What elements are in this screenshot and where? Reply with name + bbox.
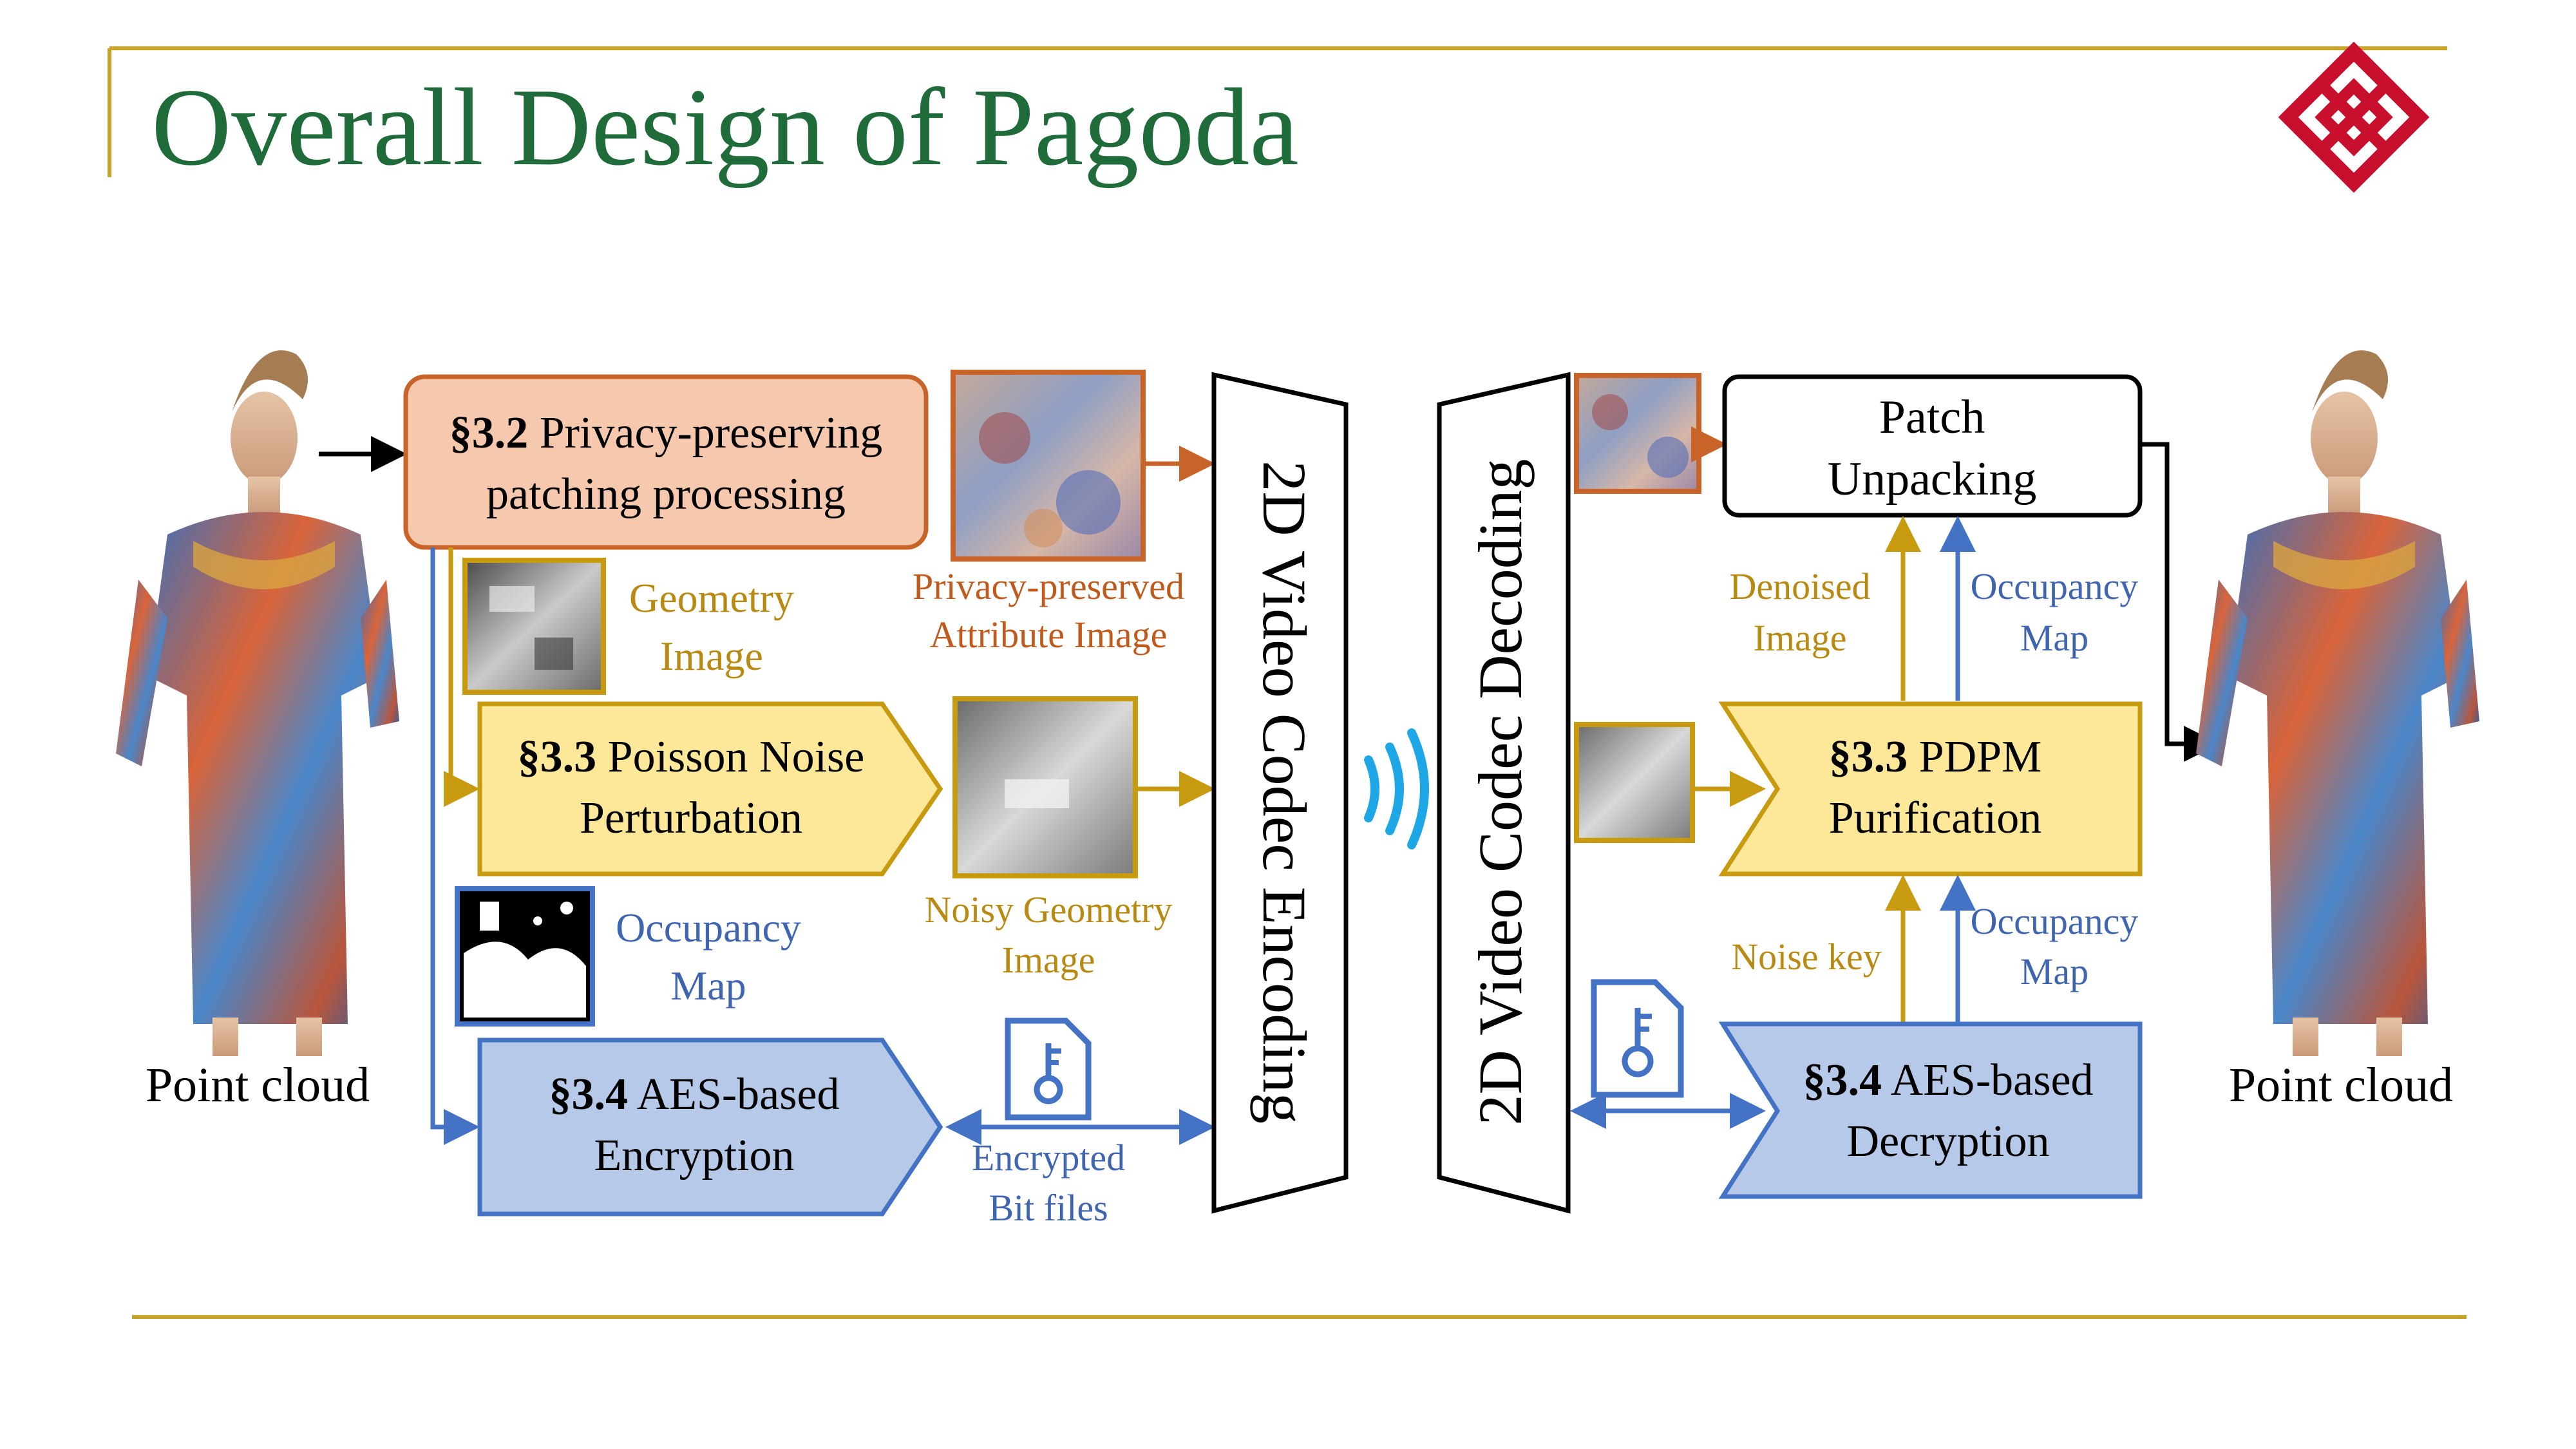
noisy-geometry-label-1: Noisy Geometry (925, 889, 1173, 931)
unpack-line2: Unpacking (1828, 453, 2037, 506)
geometry-image-thumbnail (462, 558, 606, 695)
wireless-signal-icon (1364, 728, 1429, 849)
attr-image-label-2: Attribute Image (930, 614, 1168, 656)
poisson-noise-box (477, 701, 943, 876)
occupancy-top-label-1: Occupancy (1971, 565, 2139, 607)
geometry-label-2: Image (660, 633, 763, 679)
privacy-patching-box (403, 374, 929, 550)
slide-title: Overall Design of Pagoda (151, 66, 1299, 189)
key-file-icon (1591, 979, 1684, 1098)
geometry-connector (444, 547, 480, 807)
occupancy-top-label-2: Map (2020, 617, 2088, 659)
aes-enc-line1: §3.4 AES-based (549, 1070, 839, 1119)
codec-encoding-trapezoid (1211, 372, 1349, 1214)
attr-image-label-1: Privacy-preserved (913, 565, 1184, 607)
occupancy-label-2: Map (670, 963, 746, 1009)
point-cloud-figure-right (2196, 350, 2479, 1056)
codec-decoding-trapezoid (1437, 372, 1571, 1214)
occupancy-label-1: Occupancy (616, 905, 801, 951)
pdpm-purification-box (1718, 701, 2143, 876)
occupancy-connector (430, 547, 480, 1145)
polyu-logo-icon (2278, 41, 2430, 193)
occupancy-bottom-label-2: Map (2020, 951, 2088, 992)
unpack-line1: Patch (1879, 391, 1985, 444)
output-arrow (2140, 442, 2220, 762)
aes-decryption-box (1718, 1021, 2143, 1199)
decoded-noisy-geometry-thumbnail (1574, 722, 1695, 843)
aes-dec-line1: §3.4 AES-based (1803, 1056, 2093, 1105)
poisson-box-line1: §3.3 Poisson Noise (518, 732, 865, 782)
encrypted-label-1: Encrypted (972, 1137, 1125, 1179)
point-cloud-figure-left (116, 350, 399, 1056)
denoised-label-1: Denoised (1729, 565, 1870, 607)
privacy-box-line1: §3.2 Privacy-preserving (450, 408, 883, 458)
occupancy-bottom-label-1: Occupancy (1971, 900, 2139, 942)
noise-key-label: Noise key (1731, 936, 1882, 978)
key-file-icon (1005, 1018, 1092, 1121)
point-cloud-label-right: Point cloud (2229, 1058, 2453, 1112)
privacy-box-line2: patching processing (486, 469, 846, 519)
geometry-label-1: Geometry (629, 575, 794, 621)
aes-encryption-box (477, 1037, 943, 1217)
aes-enc-line2: Encryption (594, 1131, 794, 1180)
decoded-attribute-thumbnail (1574, 373, 1701, 494)
encrypted-label-2: Bit files (989, 1187, 1108, 1229)
pdpm-line2: Purification (1829, 793, 2041, 843)
poisson-box-line2: Perturbation (580, 793, 802, 843)
codec-encoding-label: 2D Video Codec Encoding (1250, 460, 1319, 1124)
point-cloud-label-left: Point cloud (146, 1058, 370, 1112)
aes-dec-line2: Decryption (1847, 1117, 2050, 1166)
pdpm-line1: §3.3 PDPM (1829, 732, 2042, 782)
noisy-geometry-label-2: Image (1002, 939, 1095, 981)
codec-decoding-label: 2D Video Codec Decoding (1466, 459, 1535, 1126)
denoised-label-2: Image (1754, 617, 1847, 659)
